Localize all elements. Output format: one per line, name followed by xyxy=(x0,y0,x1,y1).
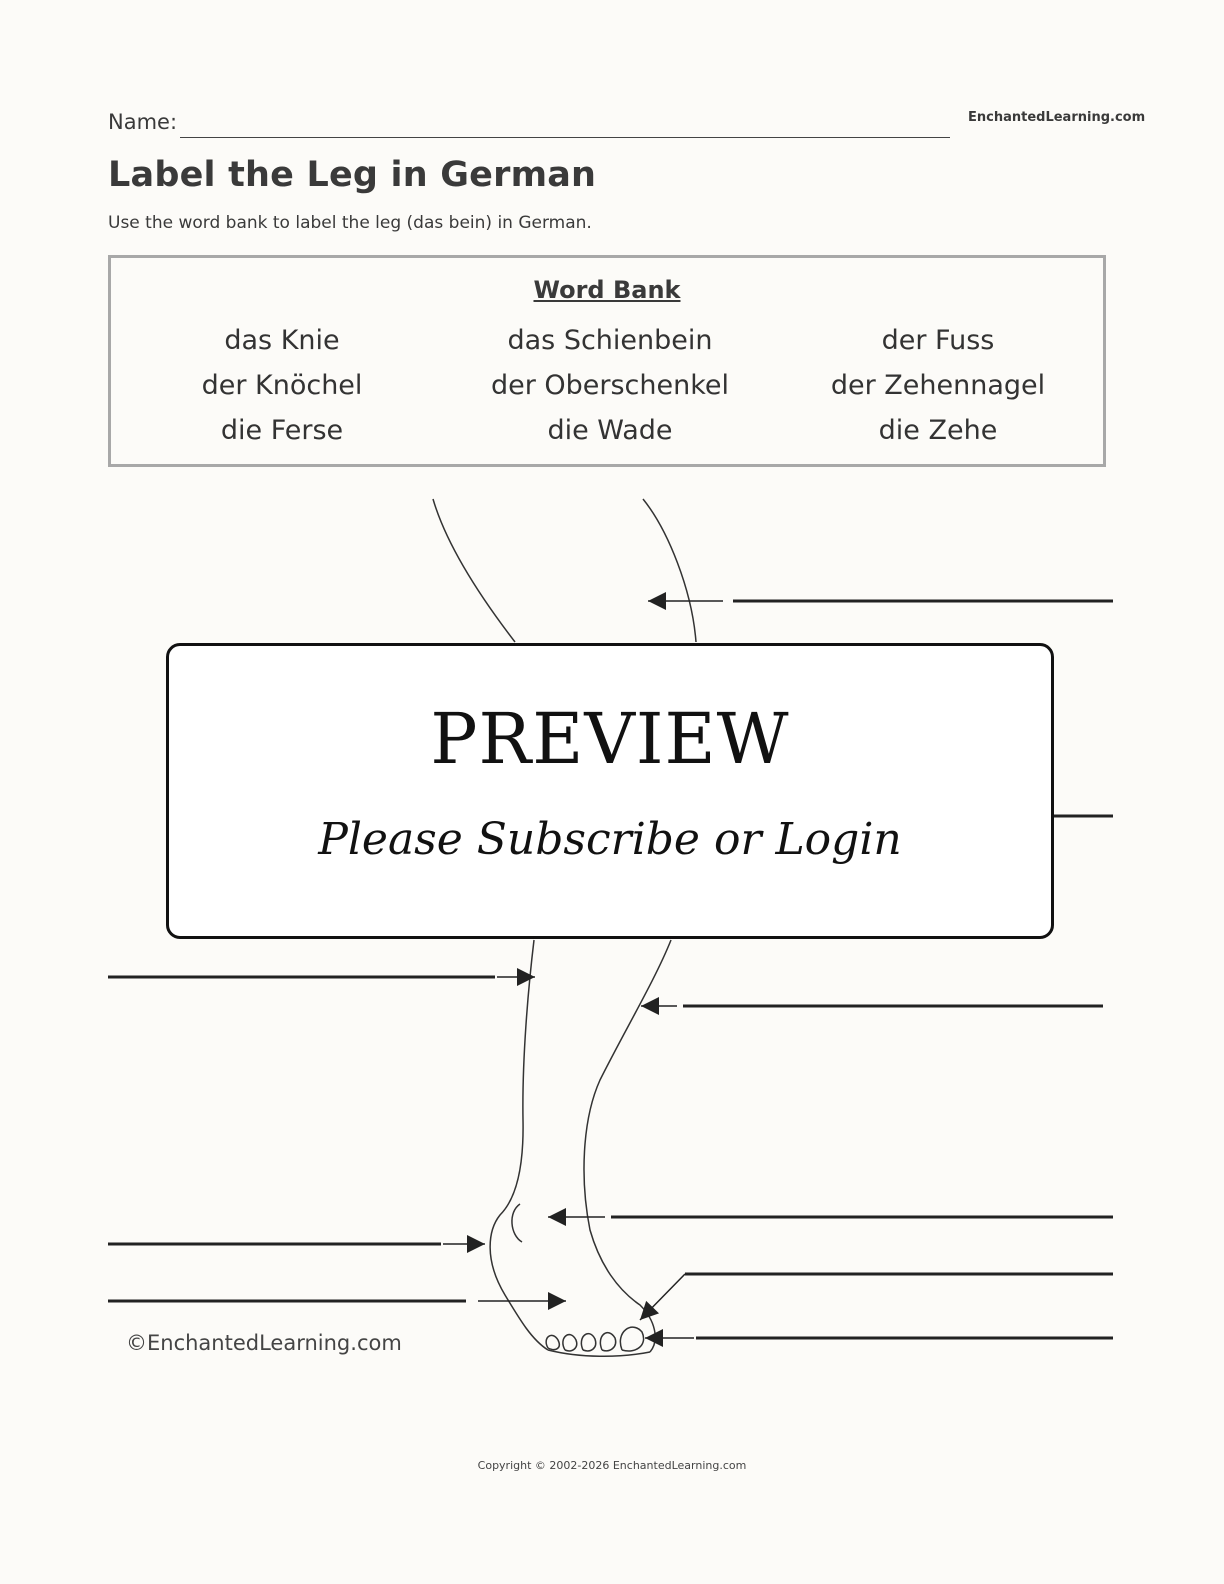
word-bank-word: der Fuss xyxy=(881,325,995,356)
page-title: Label the Leg in German xyxy=(108,155,597,195)
word-bank-word: der Knöchel xyxy=(201,370,363,401)
image-credit: ©EnchantedLearning.com xyxy=(126,1331,402,1355)
arrow-foot xyxy=(639,1273,686,1321)
label-lines xyxy=(108,599,1113,1340)
site-brand[interactable]: EnchantedLearning.com xyxy=(968,110,1146,125)
word-bank-word: die Wade xyxy=(547,415,673,446)
word-bank-word: das Knie xyxy=(224,325,340,356)
word-bank-title: Word Bank xyxy=(533,276,681,304)
name-line xyxy=(180,137,950,138)
toes xyxy=(545,1326,645,1352)
leg-back-lower xyxy=(489,939,549,1351)
leg-front-lower xyxy=(583,939,672,1353)
word-bank: Word Bank das Knie der Knöchel die Ferse… xyxy=(108,255,1106,467)
leg-back-upper xyxy=(432,498,516,643)
preview-title: PREVIEW xyxy=(430,698,790,780)
word-bank-column-3: der Fuss der Zehennagel die Zehe xyxy=(773,318,1103,453)
word-bank-word: das Schienbein xyxy=(507,325,713,356)
leg-front-upper xyxy=(642,498,697,643)
word-bank-word: die Ferse xyxy=(220,415,344,446)
label-arrows xyxy=(443,592,723,1347)
ankle-bone xyxy=(511,1203,523,1243)
instructions: Use the word bank to label the leg (das … xyxy=(108,213,592,233)
word-bank-column-2: das Schienbein der Oberschenkel die Wade xyxy=(445,318,775,453)
word-bank-word: der Zehennagel xyxy=(830,370,1046,401)
word-bank-word: die Zehe xyxy=(878,415,998,446)
preview-subtitle[interactable]: Please Subscribe or Login xyxy=(318,814,902,865)
word-bank-column-1: das Knie der Knöchel die Ferse xyxy=(117,318,447,453)
copyright-footer: Copyright © 2002-2026 EnchantedLearning.… xyxy=(477,1459,747,1472)
preview-overlay[interactable]: PREVIEW Please Subscribe or Login xyxy=(166,643,1054,939)
name-label: Name: xyxy=(108,110,178,134)
word-bank-word: der Oberschenkel xyxy=(490,370,730,401)
foot-sole xyxy=(547,1349,651,1358)
